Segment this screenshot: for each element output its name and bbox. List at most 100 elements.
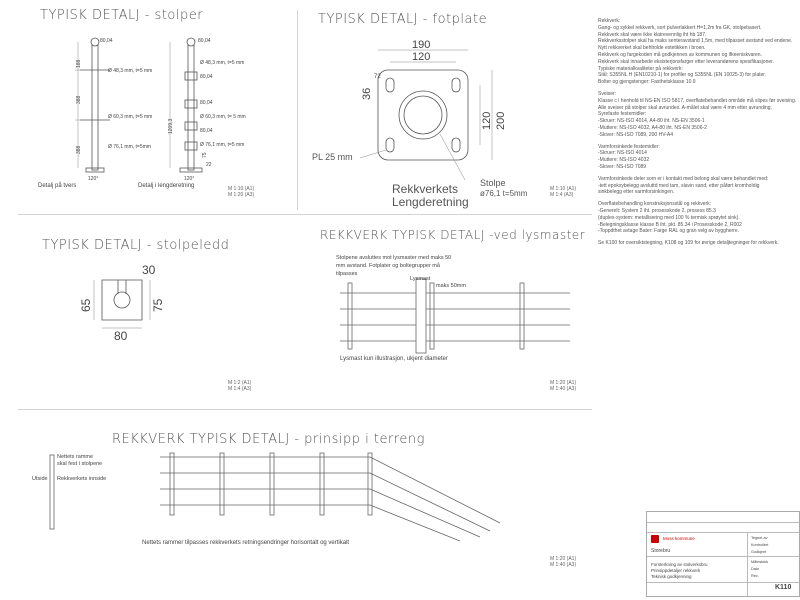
fotplate-scale-1: M 1:4 (A3) [550, 192, 574, 198]
fotplate-scale-0: M 1:10 (A1) [550, 186, 577, 192]
title-block-desc-2: Teknisk godkjenning [651, 574, 692, 579]
fotplate-direction-0: Rekkverkets [392, 182, 459, 196]
stolper-left-dim-4: 120° [88, 176, 98, 182]
note-line: Nytt rekkverket skal behholde estetikken… [598, 45, 706, 52]
stolper-right-dim-10: 22 [206, 162, 212, 168]
title-block-logo-icon [651, 535, 659, 543]
note-line: -Skruer: NS-ISO 4014 [598, 150, 647, 157]
fotplate-dim-200: 200 [495, 112, 507, 130]
stolper-right-dim-7: 120° [184, 176, 194, 182]
note-line: Overflatebehandling konstruksjonsstål og… [598, 201, 712, 208]
divider-top [18, 214, 592, 215]
note-line: Se K100 for oversiktstegning, K108 og 10… [598, 240, 779, 247]
stolper-left-dim-5: 188 [76, 59, 82, 68]
stolper-caption-left: Detalj på tvers [38, 183, 77, 189]
lysmaster-note-1: mm avstand. Fotplater og boltegrupper må [336, 263, 440, 269]
fotplate-title: TYPISK DETALJ - fotplate [318, 12, 488, 27]
title-block: Moss kommune Storebru Forsterkning av st… [646, 511, 800, 597]
note-line: Rekkverk skal være ikke klatrevennlig ih… [598, 31, 707, 38]
note-line: Varmforsinkede festemidler: [598, 143, 660, 150]
title-block-drawing-no: K110 [775, 584, 792, 591]
note-line: -Belegningsklasse klasse B iht. pkt. 85.… [598, 221, 742, 228]
lysmaster-caption: Lysmast kun illustrasjon, ukjent diamete… [340, 356, 448, 362]
lysmaster-note-2: tilpasses [336, 271, 358, 277]
fotplate-label-plate: PL 25 mm [312, 152, 353, 162]
fotplate-dim-36: 36 [361, 88, 373, 100]
fotplate-scale: M 1:10 (A1) M 1:4 (A3) [550, 186, 576, 198]
terreng-label-2: Utside [32, 476, 48, 482]
stolper-right-dim-6: Ø 76,1 mm, t=5 mm [200, 142, 244, 148]
general-notes: Rekkverk:Gang- og sykkel rekkverk, sort … [598, 18, 798, 247]
terreng-label-0: Nettets ramme [57, 454, 94, 460]
note-line: sinkbelegg etter varmforsinkingen. [598, 189, 675, 196]
stolpeledd-title: TYPISK DETALJ - stolpeledd [42, 238, 230, 253]
divider-vertical-top [297, 10, 298, 210]
note-line: Syrefaste festemidler: [598, 111, 647, 118]
fotplate-dim-190: 190 [412, 39, 430, 51]
lysmaster-title: REKKVERK TYPISK DETALJ -ved lysmaster [320, 228, 586, 242]
note-line: Rekkverksstolper skal ha maks senteravst… [598, 38, 793, 45]
title-block-org: Moss kommune [663, 536, 695, 541]
note-line: Rekkverk: [598, 18, 621, 24]
note-line: Bolter og gjengstenger: Fasthetsklasse 1… [598, 79, 696, 86]
terreng-label-1: skal fest i stolpene [57, 461, 103, 467]
note-line: Stål: S355NL H (EN10210-1) for profiler … [598, 72, 767, 79]
stolper-scale-1: M 1:20 (A3) [228, 192, 255, 198]
note-line: -Muttere: NS-ISO 4032, A4-80 iht. NS-EN … [598, 124, 707, 131]
lysmaster-label-maks: maks 50mm [436, 283, 466, 289]
note-line: Typiske materialkvaliteter på rekkverk: [598, 65, 683, 72]
note-line: -tett epoksybelegg avsluttd med tam, sla… [598, 182, 760, 189]
title-block-field-1: Kontrollert [751, 543, 769, 547]
lysmaster-drawing [340, 278, 570, 354]
divider-middle [18, 409, 592, 410]
stolper-scale-0: M 1:10 (A1) [228, 186, 255, 192]
note-line: (duplex-system: metallisering med 100 % … [598, 214, 740, 221]
title-block-field-2: Godkjent [751, 550, 767, 554]
note-line: -Skiver: NS-ISO 7089, 200 HV-A4 [598, 131, 674, 138]
note-line: -Skruer: NS-ISO 4014, A4-80 iht. NS-EN 3… [598, 118, 705, 125]
stolper-right-dim-8: 1209,3 [168, 118, 174, 134]
title-block-desc-1: Prinsippdetaljer rekkverk [651, 568, 701, 573]
fotplate-direction-1: Lengderetning [392, 195, 469, 209]
lysmaster-scale-1: M 1:40 (A3) [550, 386, 577, 392]
stolper-right-dim-0: 80,04 [198, 38, 211, 44]
stolper-right-dim-4: Ø 60,3 mm, t= 5 mm [200, 114, 246, 120]
stolper-left-dim-7: 388 [76, 145, 82, 154]
title-block-desc-0: Forsterkning av stolverksbru [651, 562, 708, 567]
note-line: Klasse c i henhold til NS-EN ISO 5817, o… [598, 97, 797, 104]
stolpeledd-dim-65: 65 [79, 298, 93, 312]
stolper-scale: M 1:10 (A1) M 1:20 (A3) [228, 186, 254, 198]
terreng-scale: M 1:20 (A1) M 1:40 (A3) [550, 556, 576, 568]
terreng-scale-0: M 1:20 (A1) [550, 556, 577, 562]
lysmaster-label-mast: Lysmast [410, 276, 431, 282]
stolper-right-dim-1: Ø 48,3 mm, t=5 mm [200, 60, 244, 66]
terreng-drawing [49, 452, 501, 542]
stolper-left-dim-1: Ø 48,3 mm, t=5 mm [108, 68, 152, 74]
stolpeledd-scale: M 1:2 (A1) M 1:4 (A3) [228, 380, 251, 392]
title-block-field-4: Dato [751, 567, 760, 571]
fotplate-dim-120-side: 120 [481, 112, 493, 130]
lysmaster-note-0: Stolpene avsluttes mot lysmaster med mak… [336, 255, 452, 261]
fotplate-label-post-dim: ø76,1 t=5mm [480, 189, 528, 198]
stolper-title: TYPISK DETALJ - stolper [40, 8, 204, 23]
stolper-left-dim-2: Ø 60,3 mm, t=5 mm [108, 114, 152, 120]
note-line: Sveiser: [598, 90, 617, 97]
terreng-label-3: Rekkverkets innside [57, 476, 107, 482]
stolper-left-dim-3: Ø 76,1 mm, t=5mm [108, 144, 151, 150]
stolpeledd-drawing: 30 65 75 80 [79, 263, 165, 343]
note-line: -Muttere: NS-ISO 4032 [598, 157, 650, 164]
terreng-caption: Nettets rammer tilpasses rekkverkets ret… [142, 540, 350, 546]
note-line: -Skiver: NS-ISO 7089 [598, 163, 647, 170]
fotplate-dim-72: 72 [374, 74, 381, 80]
note-line: -Toppdthet avtage Bater: Farge RAL og gr… [598, 228, 740, 235]
lysmaster-scale: M 1:20 (A1) M 1:40 (A3) [550, 380, 576, 392]
stolper-right-dim-9: 75 [202, 152, 208, 158]
title-block-field-5: Rev. [751, 574, 759, 578]
note-line: Varmforsinkede deler som er i kontakt me… [598, 175, 769, 182]
fotplate-dim-120-top: 120 [412, 51, 430, 63]
note-line: -Generelt: System 2 iht. prosesskode 2, … [598, 207, 716, 214]
title-block-field-3: Målestokk [751, 560, 769, 564]
stolpeledd-dim-30: 30 [142, 263, 156, 277]
note-line: Gang- og sykkel rekkverk, sort pulverlak… [598, 24, 762, 31]
stolper-left-dim-0: 80,04 [100, 38, 113, 44]
